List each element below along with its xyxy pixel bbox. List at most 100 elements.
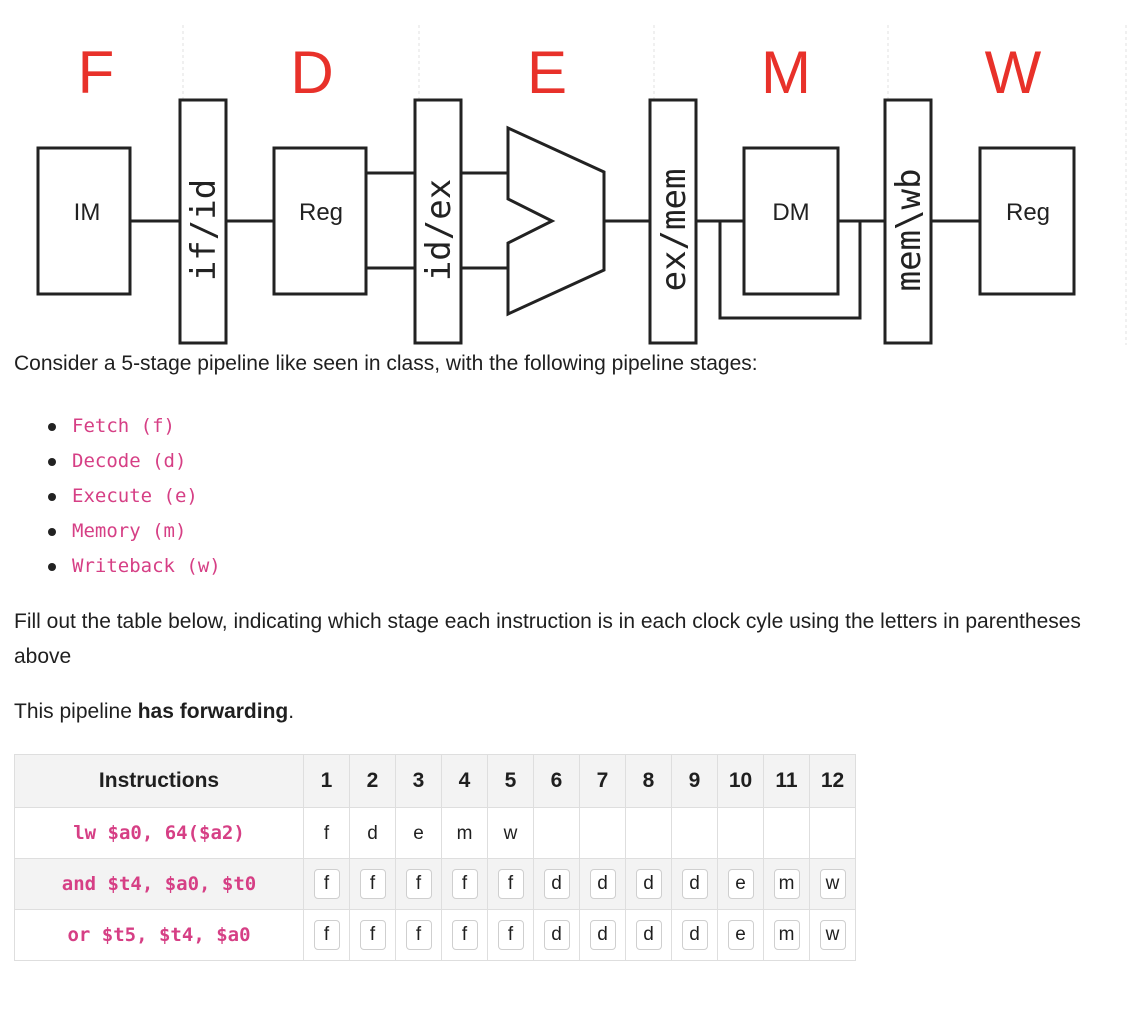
stage-cell[interactable]: w bbox=[809, 858, 856, 910]
bullet-icon bbox=[48, 422, 56, 431]
cycle-header: 2 bbox=[349, 754, 396, 808]
forwarding-prefix: This pipeline bbox=[14, 700, 138, 723]
stage-cell bbox=[717, 807, 764, 859]
stage-input[interactable]: f bbox=[359, 920, 386, 950]
stage-cell[interactable]: e bbox=[717, 909, 764, 961]
stage-cell[interactable]: d bbox=[625, 909, 672, 961]
stage-cell[interactable]: d bbox=[579, 858, 626, 910]
stage-value: f bbox=[323, 822, 330, 844]
stage-input[interactable]: d bbox=[589, 920, 616, 950]
intro-text: Consider a 5-stage pipeline like seen in… bbox=[14, 352, 758, 375]
stage-input[interactable]: f bbox=[497, 869, 524, 899]
stage-cell bbox=[763, 807, 810, 859]
stage-cell[interactable]: d bbox=[625, 858, 672, 910]
stage-input[interactable]: w bbox=[819, 869, 846, 899]
stage-input[interactable]: d bbox=[681, 920, 708, 950]
forwarding-note: This pipeline has forwarding. bbox=[14, 700, 294, 724]
ex-mem-label: ex/mem bbox=[654, 169, 694, 292]
stage-cell[interactable]: f bbox=[395, 858, 442, 910]
cycle-header: 1 bbox=[303, 754, 350, 808]
stage-input[interactable]: d bbox=[635, 920, 662, 950]
if-id-register bbox=[178, 98, 228, 345]
if-id-label: if/id bbox=[184, 179, 224, 281]
stage-input[interactable]: f bbox=[497, 920, 524, 950]
stage-input[interactable]: f bbox=[451, 869, 478, 899]
reg-write-box bbox=[978, 146, 1076, 296]
im-box bbox=[36, 146, 132, 296]
stage-cell[interactable]: f bbox=[487, 858, 534, 910]
bullet-icon bbox=[48, 562, 56, 571]
stage-fetch: Fetch (f) bbox=[72, 414, 175, 437]
stage-cell bbox=[671, 807, 718, 859]
stage-input[interactable]: f bbox=[313, 869, 340, 899]
bullet-icon bbox=[48, 492, 56, 501]
cycle-header: 11 bbox=[763, 754, 810, 808]
stage-input[interactable]: f bbox=[451, 920, 478, 950]
stage-cell[interactable]: f bbox=[303, 858, 350, 910]
stage-cell[interactable]: f bbox=[303, 909, 350, 961]
stage-letter-w: W bbox=[985, 39, 1042, 106]
cycle-header: 6 bbox=[533, 754, 580, 808]
stage-input[interactable]: f bbox=[405, 869, 432, 899]
list-item: Decode (d) bbox=[48, 443, 221, 478]
stage-cell[interactable]: d bbox=[533, 909, 580, 961]
cycle-header: 5 bbox=[487, 754, 534, 808]
stage-letter-e: E bbox=[527, 39, 567, 106]
stage-cell[interactable]: w bbox=[809, 909, 856, 961]
instructions-header: Instructions bbox=[14, 754, 304, 808]
bullet-icon bbox=[48, 527, 56, 536]
stage-cell[interactable]: f bbox=[349, 909, 396, 961]
stage-input[interactable]: w bbox=[819, 920, 846, 950]
stage-cell[interactable]: f bbox=[395, 909, 442, 961]
stage-cell[interactable]: d bbox=[579, 909, 626, 961]
cycle-header: 8 bbox=[625, 754, 672, 808]
stage-input[interactable]: e bbox=[727, 869, 754, 899]
stage-input[interactable]: m bbox=[773, 869, 800, 899]
id-ex-register bbox=[413, 98, 463, 345]
stage-cell[interactable]: m bbox=[763, 858, 810, 910]
dm-box bbox=[742, 146, 840, 296]
stage-value: d bbox=[367, 822, 378, 844]
stage-input[interactable]: d bbox=[681, 869, 708, 899]
stage-input[interactable]: e bbox=[727, 920, 754, 950]
stage-cell[interactable]: d bbox=[671, 909, 718, 961]
stage-input[interactable]: f bbox=[405, 920, 432, 950]
stage-cell bbox=[809, 807, 856, 859]
stage-cell bbox=[533, 807, 580, 859]
reg-read-label: Reg bbox=[299, 199, 343, 226]
stage-cell[interactable]: e bbox=[717, 858, 764, 910]
stage-execute: Execute (e) bbox=[72, 484, 198, 507]
stage-cell[interactable]: f bbox=[487, 909, 534, 961]
mem-wb-label: mem\wb bbox=[889, 169, 929, 292]
stage-input[interactable]: f bbox=[313, 920, 340, 950]
stage-cell[interactable]: f bbox=[441, 858, 488, 910]
stage-letter-d: D bbox=[290, 39, 333, 106]
forwarding-suffix: . bbox=[288, 700, 295, 723]
stage-letter-f: F bbox=[78, 39, 115, 106]
list-item: Writeback (w) bbox=[48, 548, 221, 583]
stage-cell[interactable]: m bbox=[763, 909, 810, 961]
reg-write-label: Reg bbox=[1006, 199, 1050, 226]
stage-cell: e bbox=[395, 807, 442, 859]
list-item: Fetch (f) bbox=[48, 408, 221, 443]
stage-cell[interactable]: f bbox=[441, 909, 488, 961]
stage-cell[interactable]: d bbox=[671, 858, 718, 910]
stage-input[interactable]: d bbox=[543, 920, 570, 950]
stage-input[interactable]: m bbox=[773, 920, 800, 950]
dm-label: DM bbox=[772, 199, 809, 226]
stage-cell[interactable]: f bbox=[349, 858, 396, 910]
stage-input[interactable]: f bbox=[359, 869, 386, 899]
stage-cell[interactable]: d bbox=[533, 858, 580, 910]
stage-input[interactable]: d bbox=[635, 869, 662, 899]
instructions-text: Fill out the table below, indicating whi… bbox=[14, 610, 1081, 668]
stage-input[interactable]: d bbox=[543, 869, 570, 899]
forwarding-bold: has forwarding bbox=[137, 700, 289, 723]
instruction-cell: or $t5, $t4, $a0 bbox=[14, 909, 304, 961]
stage-list: Fetch (f) Decode (d) Execute (e) Memory … bbox=[48, 408, 221, 583]
cycle-header: 4 bbox=[441, 754, 488, 808]
stage-input[interactable]: d bbox=[589, 869, 616, 899]
list-item: Memory (m) bbox=[48, 513, 221, 548]
